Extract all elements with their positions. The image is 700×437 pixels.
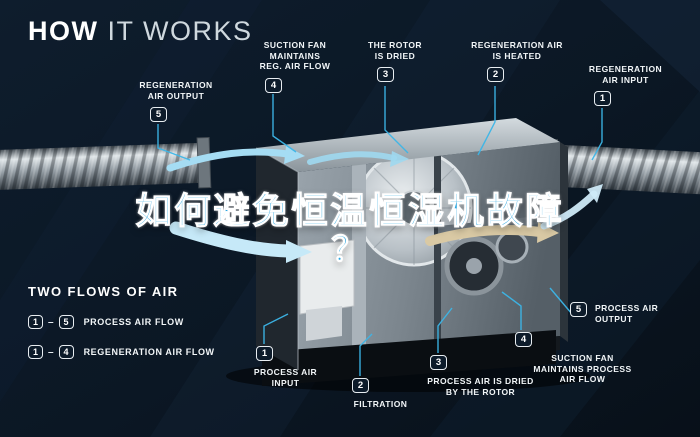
dehumidifier-unit xyxy=(226,118,590,392)
callout-label: PROCESS AIR INPUT xyxy=(253,367,318,388)
callout-rotor-is-dried: THE ROTOR IS DRIED 3 xyxy=(355,40,435,83)
range-dash: – xyxy=(48,346,54,358)
range-dash: – xyxy=(48,316,54,328)
legend-badge-end: 4 xyxy=(58,345,74,359)
step-badge: 4 xyxy=(515,332,532,347)
step-badge: 5 xyxy=(150,107,167,123)
chinese-headline: 如何避免恒温恒湿机故障 xyxy=(135,189,565,231)
legend-two-flows: TWO FLOWS OF AIR 1 – 5 PROCESS AIR FLOW … xyxy=(28,284,215,359)
step-badge: 2 xyxy=(487,67,504,83)
legend-title: TWO FLOWS OF AIR xyxy=(28,284,179,299)
callout-label: REGENERATION AIR INPUT xyxy=(588,64,663,85)
step-badge: 2 xyxy=(352,378,369,393)
legend-badge-start: 1 xyxy=(28,315,43,329)
callout-label: REGENERATION AIR OUTPUT xyxy=(139,80,213,101)
callout-process-air-dried: 3 PROCESS AIR IS DRIED BY THE ROTOR xyxy=(408,355,553,397)
callout-process-air-input: 1 PROCESS AIR INPUT xyxy=(238,346,333,388)
leader-lines xyxy=(157,86,603,376)
callout-process-air-output: 5 PROCESS AIR OUTPUT xyxy=(570,302,695,324)
callout-regeneration-air-input: REGENERATION AIR INPUT 1 xyxy=(578,64,673,107)
callout-label: FILTRATION xyxy=(353,399,408,409)
legend-row-regeneration-air: 1 – 4 REGENERATION AIR FLOW xyxy=(28,345,215,359)
step-badge: 3 xyxy=(377,67,394,83)
title-word-how: HOW xyxy=(28,16,99,46)
callout-regeneration-air-output: REGENERATION AIR OUTPUT 5 xyxy=(130,80,222,123)
callout-suction-fan-process: 4 SUCTION FAN MAINTAINS PROCESS AIR FLOW xyxy=(505,332,660,385)
callout-label: PROCESS AIR IS DRIED BY THE ROTOR xyxy=(427,376,534,397)
step-badge: 1 xyxy=(256,346,273,361)
legend-label: REGENERATION AIR FLOW xyxy=(83,347,215,357)
step-badge: 4 xyxy=(265,77,282,93)
step-badge: 1 xyxy=(594,91,611,107)
callout-label: REGENERATION AIR IS HEATED xyxy=(471,40,563,61)
step-badge: 5 xyxy=(570,302,587,317)
chinese-question-mark: ？ xyxy=(331,230,369,269)
legend-badge-end: 5 xyxy=(58,315,74,329)
callout-label: THE ROTOR IS DRIED xyxy=(368,40,422,61)
legend-row-process-air: 1 – 5 PROCESS AIR FLOW xyxy=(28,315,215,329)
step-badge: 3 xyxy=(430,355,447,370)
callout-label: SUCTION FAN MAINTAINS PROCESS AIR FLOW xyxy=(533,353,632,385)
callout-label: PROCESS AIR OUTPUT xyxy=(595,303,659,324)
page-title: HOW IT WORKS xyxy=(28,16,253,47)
legend-badge-start: 1 xyxy=(28,345,43,359)
legend-label: PROCESS AIR FLOW xyxy=(83,317,184,327)
callout-regeneration-air-heated: REGENERATION AIR IS HEATED 2 xyxy=(462,40,572,83)
airflow-arrows xyxy=(166,146,603,263)
callout-suction-fan-reg: SUCTION FAN MAINTAINS REG. AIR FLOW 4 xyxy=(245,40,345,93)
callout-filtration: 2 FILTRATION xyxy=(328,378,433,410)
title-word-it-works: IT WORKS xyxy=(107,16,253,46)
callout-label: SUCTION FAN MAINTAINS REG. AIR FLOW xyxy=(259,40,331,72)
